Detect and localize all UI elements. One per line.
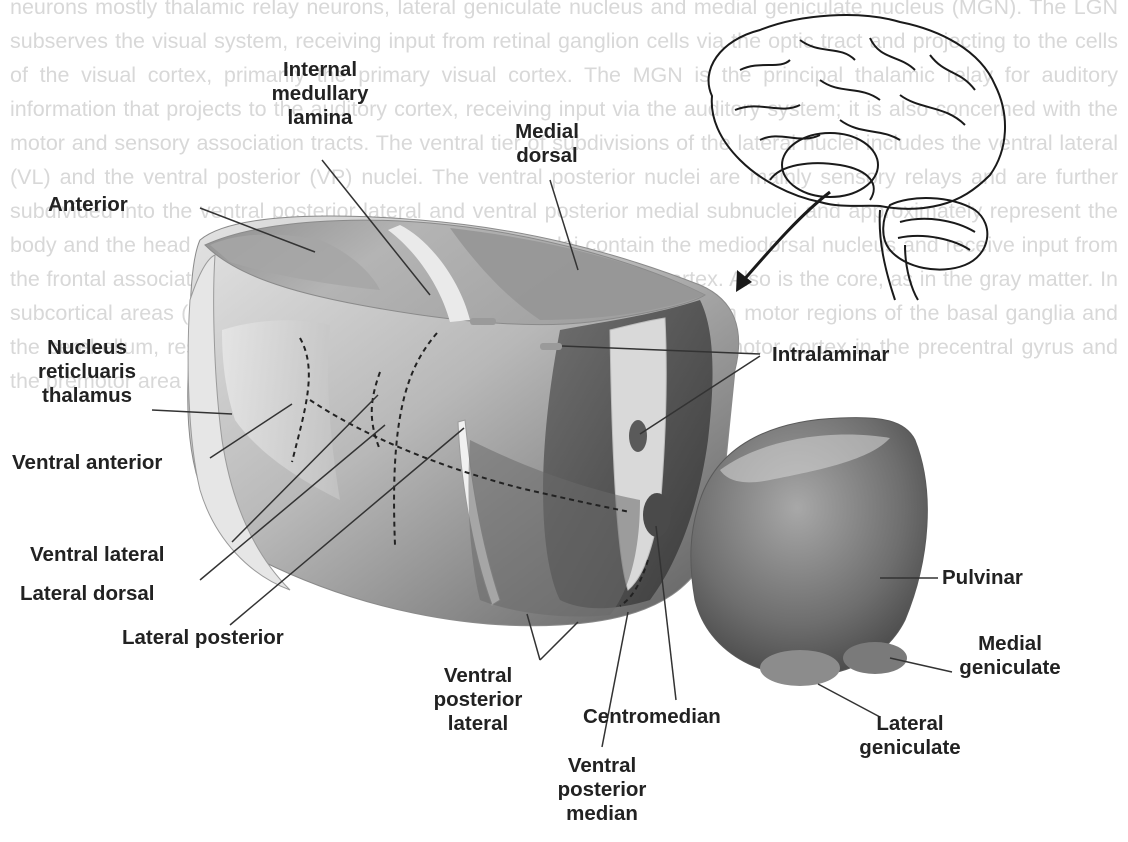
brain-sulci [735,38,975,140]
label-anterior: Anterior [48,193,198,217]
label-lateral-dorsal: Lateral dorsal [20,582,220,606]
pulvinar-group [691,418,927,686]
label-ventral-lateral: Ventral lateral [30,543,240,567]
label-nucleus-reticularis-thalamus: Nucleus reticluaris thalamus [22,336,152,408]
label-medial-geniculate: Medial geniculate [940,632,1080,680]
thalamus-body [188,216,739,626]
lamina-slot-1 [470,318,496,325]
label-pulvinar: Pulvinar [942,566,1082,590]
label-ventral-posterior-median: Ventral posterior median [532,754,672,826]
brain-outline-icon [709,15,1005,300]
label-medial-dorsal: Medial dorsal [492,120,602,168]
label-centromedian: Centromedian [583,705,763,729]
label-ventral-anterior: Ventral anterior [12,451,232,475]
label-lateral-geniculate: Lateral geniculate [840,712,980,760]
lamina-slot-2 [540,343,562,350]
leader-ventral-posterior-lateral-2 [540,622,578,660]
label-ventral-posterior-lateral: Ventral posterior lateral [418,664,538,736]
arrow-down-icon [742,192,830,282]
brain-temporal-lobe [770,163,874,200]
label-intralaminar: Intralaminar [772,343,952,367]
intralaminar-nucleus-upper [629,420,647,452]
brain-cerebrum-outline [709,15,1005,209]
lateral-geniculate-body [760,650,840,686]
brain-stem [880,210,918,300]
label-lateral-posterior: Lateral posterior [122,626,342,650]
medial-geniculate-body [843,642,907,674]
label-internal-medullary-lamina: Internal medullary lamina [250,58,390,130]
